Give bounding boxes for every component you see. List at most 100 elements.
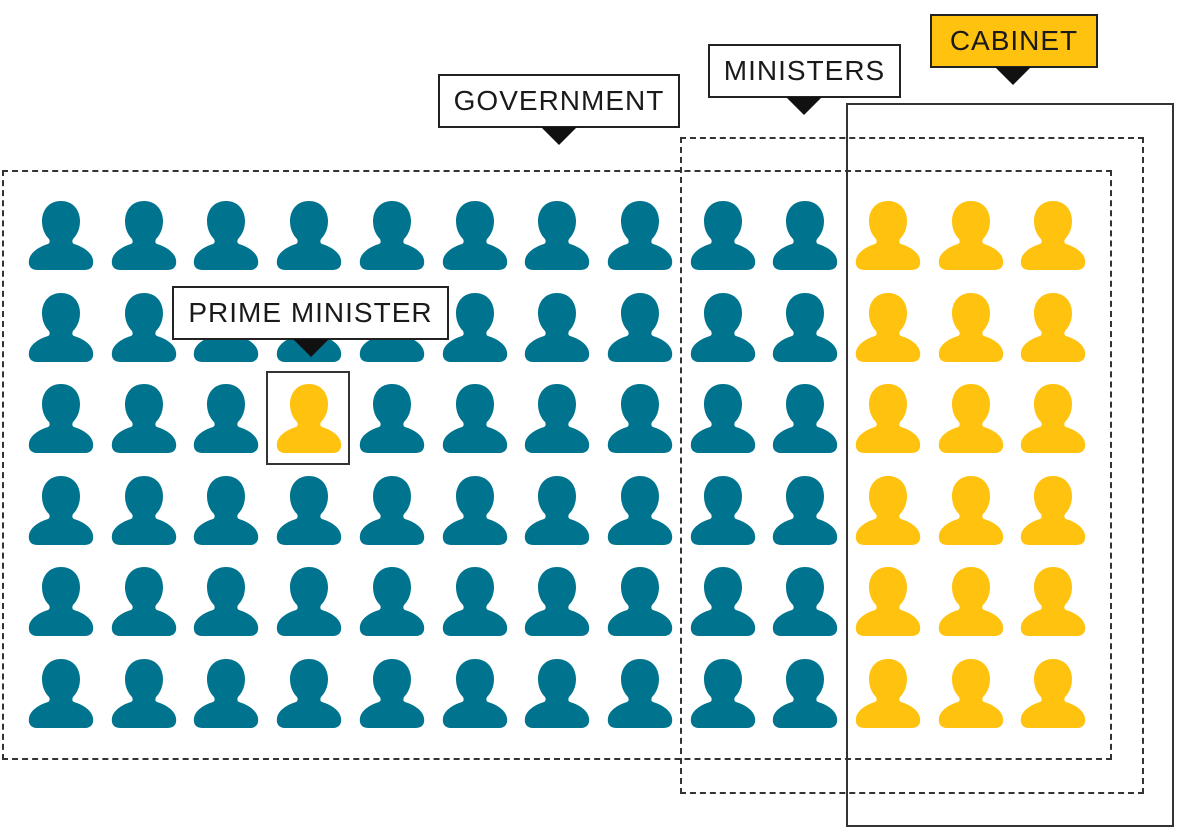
- government-member-person-icon: [28, 567, 94, 637]
- person-silhouette: [276, 201, 342, 270]
- government-member-person-icon: [276, 659, 342, 728]
- person-silhouette: [690, 201, 755, 270]
- person-silhouette: [359, 384, 424, 454]
- cabinet-member-person-icon: [1021, 659, 1086, 728]
- person-silhouette: [773, 659, 838, 728]
- government-member-person-icon: [276, 201, 342, 270]
- person-silhouette: [111, 292, 176, 362]
- ministers-label: MINISTERS: [708, 44, 901, 98]
- person-silhouette: [607, 659, 673, 728]
- person-silhouette: [938, 384, 1003, 454]
- cabinet-member-person-icon: [938, 659, 1003, 728]
- person-silhouette: [1021, 567, 1086, 637]
- person-silhouette: [28, 201, 94, 270]
- government-member-person-icon: [194, 384, 259, 454]
- person-silhouette: [28, 567, 94, 637]
- person-silhouette: [938, 475, 1003, 545]
- cabinet-label-text: CABINET: [949, 25, 1079, 56]
- prime-minister-label-text: PRIME MINISTER: [188, 297, 433, 328]
- person-silhouette: [607, 201, 673, 270]
- ministers-frame: [680, 137, 1144, 794]
- government-member-person-icon: [194, 201, 259, 270]
- cabinet-member-person-icon: [855, 567, 921, 637]
- government-member-person-icon: [111, 384, 176, 454]
- government-member-person-icon: [524, 384, 590, 454]
- government-member-person-icon: [607, 475, 673, 545]
- person-silhouette: [194, 475, 259, 545]
- person-silhouette: [276, 475, 342, 545]
- person-silhouette: [690, 659, 755, 728]
- person-silhouette: [442, 384, 507, 454]
- minister-person-icon: [690, 659, 755, 728]
- person-silhouette: [442, 201, 507, 270]
- prime-minister-label: PRIME MINISTER: [172, 286, 449, 340]
- government-member-person-icon: [111, 659, 176, 728]
- person-silhouette: [111, 567, 176, 637]
- government-member-person-icon: [524, 659, 590, 728]
- person-silhouette: [855, 475, 921, 545]
- government-pointer-icon: [541, 127, 577, 145]
- minister-person-icon: [690, 567, 755, 637]
- person-silhouette: [1021, 292, 1086, 362]
- minister-person-icon: [773, 659, 838, 728]
- person-silhouette: [442, 567, 507, 637]
- government-member-person-icon: [442, 292, 507, 362]
- prime-minister-pointer-icon: [293, 339, 329, 357]
- person-silhouette: [607, 292, 673, 362]
- minister-person-icon: [690, 201, 755, 270]
- person-silhouette: [1021, 659, 1086, 728]
- cabinet-member-person-icon: [1021, 384, 1086, 454]
- person-silhouette: [524, 384, 590, 454]
- government-member-person-icon: [276, 475, 342, 545]
- person-silhouette: [607, 475, 673, 545]
- person-silhouette: [938, 201, 1003, 270]
- person-silhouette: [773, 201, 838, 270]
- person-silhouette: [28, 384, 94, 454]
- government-member-person-icon: [28, 659, 94, 728]
- person-silhouette: [524, 475, 590, 545]
- minister-person-icon: [773, 567, 838, 637]
- person-silhouette: [1021, 201, 1086, 270]
- cabinet-pointer-icon: [995, 67, 1031, 85]
- person-silhouette: [1021, 475, 1086, 545]
- minister-person-icon: [690, 475, 755, 545]
- cabinet-member-person-icon: [938, 475, 1003, 545]
- minister-person-icon: [773, 384, 838, 454]
- government-member-person-icon: [524, 292, 590, 362]
- cabinet-member-person-icon: [855, 384, 921, 454]
- government-member-person-icon: [607, 292, 673, 362]
- government-member-person-icon: [524, 567, 590, 637]
- cabinet-member-person-icon: [1021, 292, 1086, 362]
- person-silhouette: [855, 659, 921, 728]
- person-silhouette: [442, 475, 507, 545]
- cabinet-member-person-icon: [938, 292, 1003, 362]
- government-member-person-icon: [28, 201, 94, 270]
- cabinet-frame: [846, 103, 1174, 827]
- person-silhouette: [773, 567, 838, 637]
- government-label: GOVERNMENT: [438, 74, 680, 128]
- person-silhouette: [28, 292, 94, 362]
- person-silhouette: [442, 292, 507, 362]
- person-silhouette: [607, 384, 673, 454]
- government-member-person-icon: [359, 475, 424, 545]
- person-silhouette: [194, 567, 259, 637]
- government-member-person-icon: [524, 475, 590, 545]
- government-member-person-icon: [607, 659, 673, 728]
- government-frame: [2, 170, 1112, 760]
- person-silhouette: [690, 567, 755, 637]
- cabinet-member-person-icon: [938, 384, 1003, 454]
- person-silhouette: [28, 659, 94, 728]
- government-member-person-icon: [111, 475, 176, 545]
- minister-person-icon: [773, 201, 838, 270]
- cabinet-member-person-icon: [855, 659, 921, 728]
- government-member-person-icon: [607, 384, 673, 454]
- person-silhouette: [690, 384, 755, 454]
- government-member-person-icon: [524, 201, 590, 270]
- cabinet-member-person-icon: [938, 201, 1003, 270]
- person-silhouette: [28, 475, 94, 545]
- ministers-label-text: MINISTERS: [723, 55, 886, 86]
- government-member-person-icon: [111, 292, 176, 362]
- government-member-person-icon: [442, 475, 507, 545]
- government-label-text: GOVERNMENT: [453, 85, 665, 116]
